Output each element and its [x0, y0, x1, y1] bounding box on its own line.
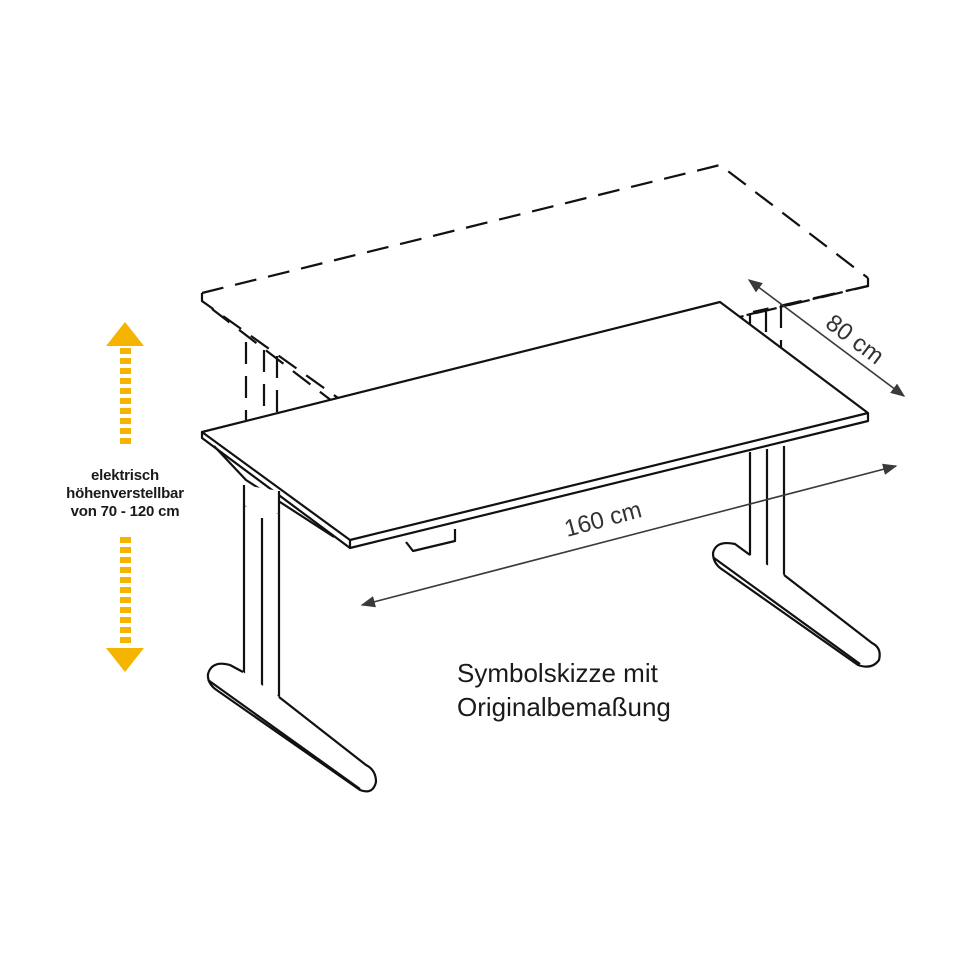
- height-range-label: elektrisch höhenverstellbar von 70 - 120…: [50, 467, 200, 521]
- arrow-down-icon: [106, 648, 144, 672]
- depth-label: 80 cm: [820, 309, 888, 370]
- right-leg: [711, 446, 881, 668]
- height-adjust-arrow: [106, 322, 144, 672]
- height-label-line-3: von 70 - 120 cm: [70, 503, 180, 520]
- width-label: 160 cm: [562, 496, 645, 542]
- arrow-up-icon: [106, 322, 144, 346]
- height-label-line-1: elektrisch: [90, 467, 160, 484]
- left-leg: [206, 485, 378, 793]
- height-label-line-2: höhenverstellbar: [66, 485, 184, 502]
- caption-line-1: Symbolskizze mit: [457, 658, 658, 688]
- caption-line-2: Originalbemaßung: [457, 692, 671, 722]
- sketch-caption: Symbolskizze mit Originalbemaßung: [457, 656, 671, 724]
